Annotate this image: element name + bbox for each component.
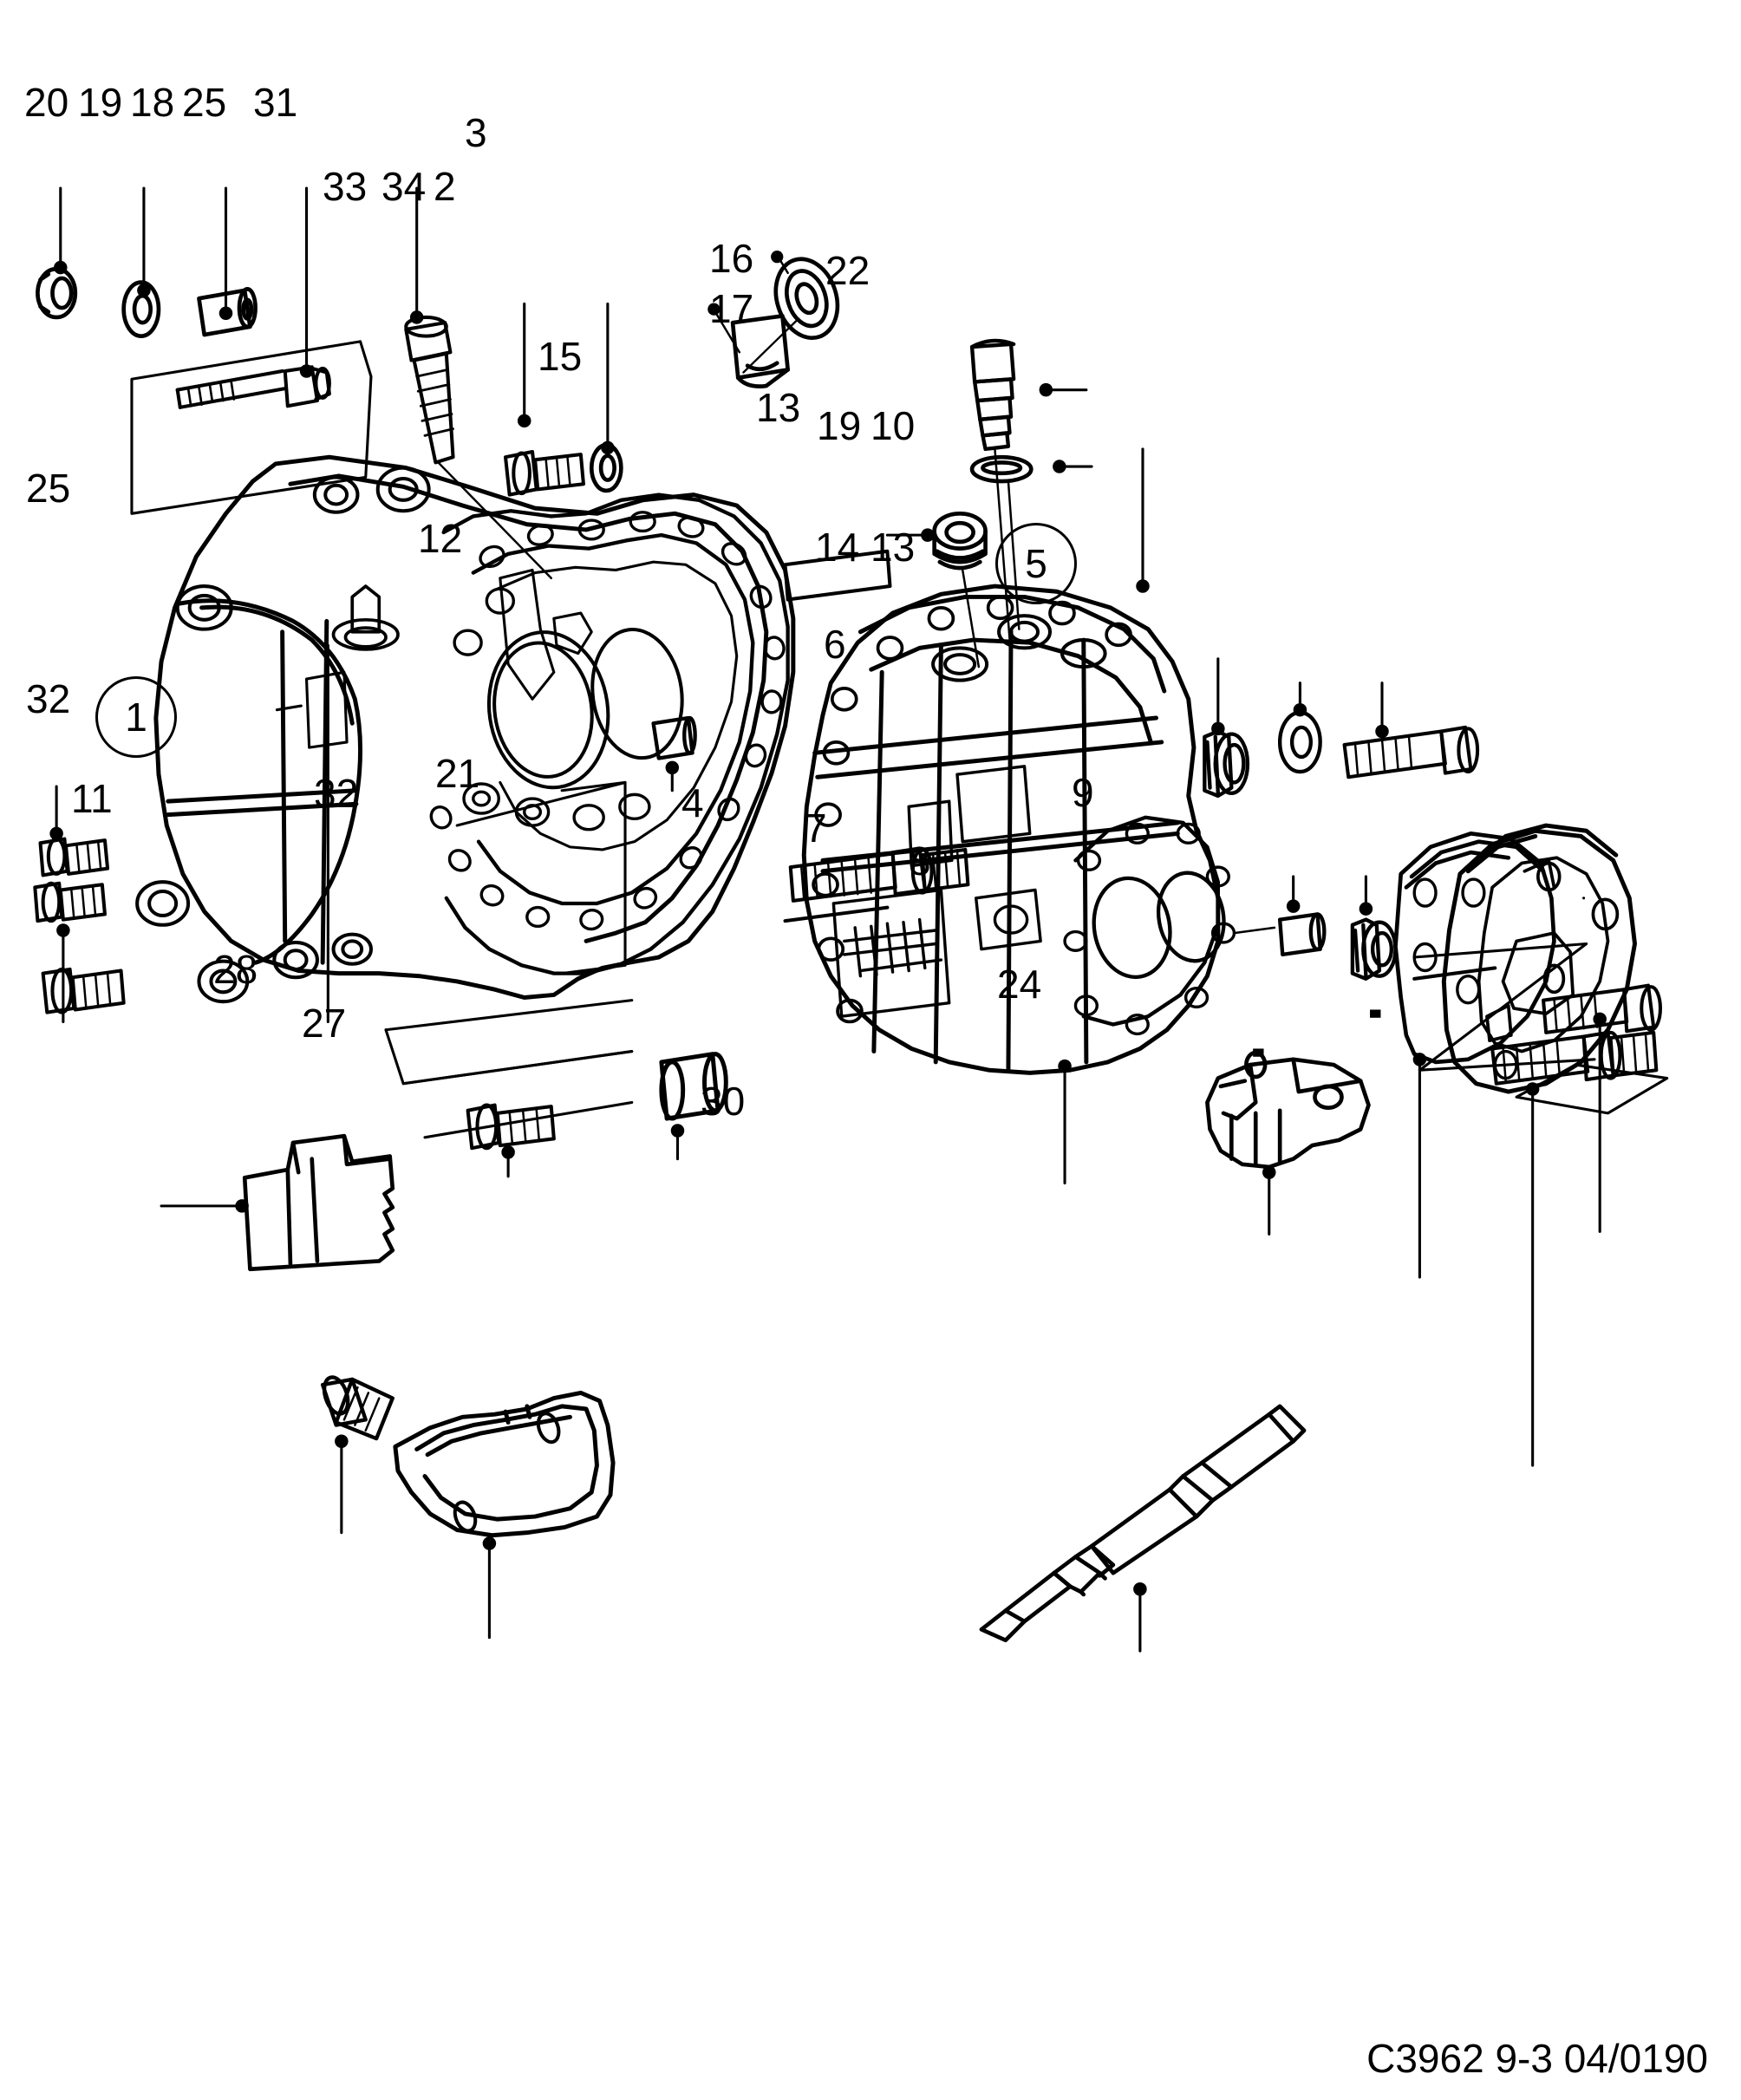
part-19-washer-right [1277,710,1322,774]
callout-14: 14 [815,525,860,570]
part-25-bolt-left [38,837,110,877]
callout-18: 18 [130,80,175,125]
callout-19: 19 [817,403,862,448]
leader-12-box [455,780,627,975]
part-7-release-bracket [1205,1048,1371,1170]
gasket-pointer-8 [1412,942,1596,1072]
pointer-box-lower [384,999,634,1139]
part-21-dowel-sleeve [659,1052,728,1121]
part-10-bolt [1342,725,1480,779]
callout-1-circled: 1 [95,676,177,758]
callout-34: 34 [381,164,427,209]
part-30-sensor-pin [979,1404,1307,1643]
callout-30: 30 [701,1079,746,1124]
callout-25: 25 [182,80,227,125]
part-32-bolt-center [466,1103,556,1151]
part-28-screw [320,1375,394,1441]
callout-13: 13 [756,385,801,430]
callout-11: 11 [71,776,113,821]
part-14-roll-pin [1233,912,1327,957]
part-22-bolt [783,549,892,602]
part-3-oil-seal [742,251,840,374]
part-22-stud-bolt [788,846,970,903]
callout-17: 17 [709,286,754,331]
callout-21: 21 [435,751,480,796]
callout-13: 13 [870,525,916,570]
part-9-bolt-drawn [1412,966,1497,981]
part-15-filler-plug [932,511,988,668]
callout-28: 28 [213,947,258,992]
part-34-washer [589,442,623,493]
callout-3: 3 [465,110,487,155]
callout-32: 32 [314,771,359,816]
diagram-footer-code: C3962 9-3 04/0190 [1366,2036,1708,2081]
callout-32: 32 [26,676,71,721]
part-4-gearbox-case [801,584,1236,1075]
callout-16: 16 [709,236,754,281]
part-11-guide-block [242,1133,395,1272]
callout-8: 8 [909,838,931,884]
part-20-lock-nut [36,266,78,320]
part-24-bolt [1490,1030,1659,1086]
part-2-bushing [707,303,790,388]
part-9-bolt [1542,983,1662,1034]
part-18-spacer-sleeve [197,287,258,337]
part-19-washer-top [121,280,161,338]
callout-20: 20 [24,80,69,125]
part-27-cover-plate [393,1390,616,1538]
callout-7: 7 [805,805,827,851]
part-1-rear-flange [429,492,790,975]
leader-dot-12 [665,760,680,775]
callout-24: 24 [997,962,1042,1007]
callout-6: 6 [824,622,846,667]
part-13-seal-upper [1203,729,1250,799]
callout-31: 31 [253,80,298,125]
callout-4: 4 [681,780,704,825]
callout-12: 12 [418,516,463,561]
callout-33: 33 [323,164,368,209]
callout-5-circled: 5 [995,523,1077,604]
callout-19: 19 [78,80,123,125]
marker-6 [1370,1009,1381,1018]
part-32-bolt-left-lower [41,967,126,1014]
leader-lines-top [59,186,610,448]
part-22-stud-bolt-drawn [783,905,890,923]
part-1-clutch-housing [130,340,796,1004]
callout-15: 15 [538,334,583,379]
part-32-bolt-left-upper [33,881,107,923]
leader-dots-top [54,260,615,455]
callout-10: 10 [870,403,916,448]
callout-9: 9 [1072,770,1094,815]
part-33-flange-bolt [504,449,585,497]
callout-2: 2 [434,164,456,209]
part-13-seal-lower [1350,917,1398,981]
part-16-switch [969,338,1016,657]
part-25-bolt-top [175,365,331,409]
callout-22: 22 [825,248,870,293]
part-12-dowel-sleeve [651,715,697,760]
callout-25: 25 [26,466,71,511]
callout-27: 27 [302,1001,347,1046]
